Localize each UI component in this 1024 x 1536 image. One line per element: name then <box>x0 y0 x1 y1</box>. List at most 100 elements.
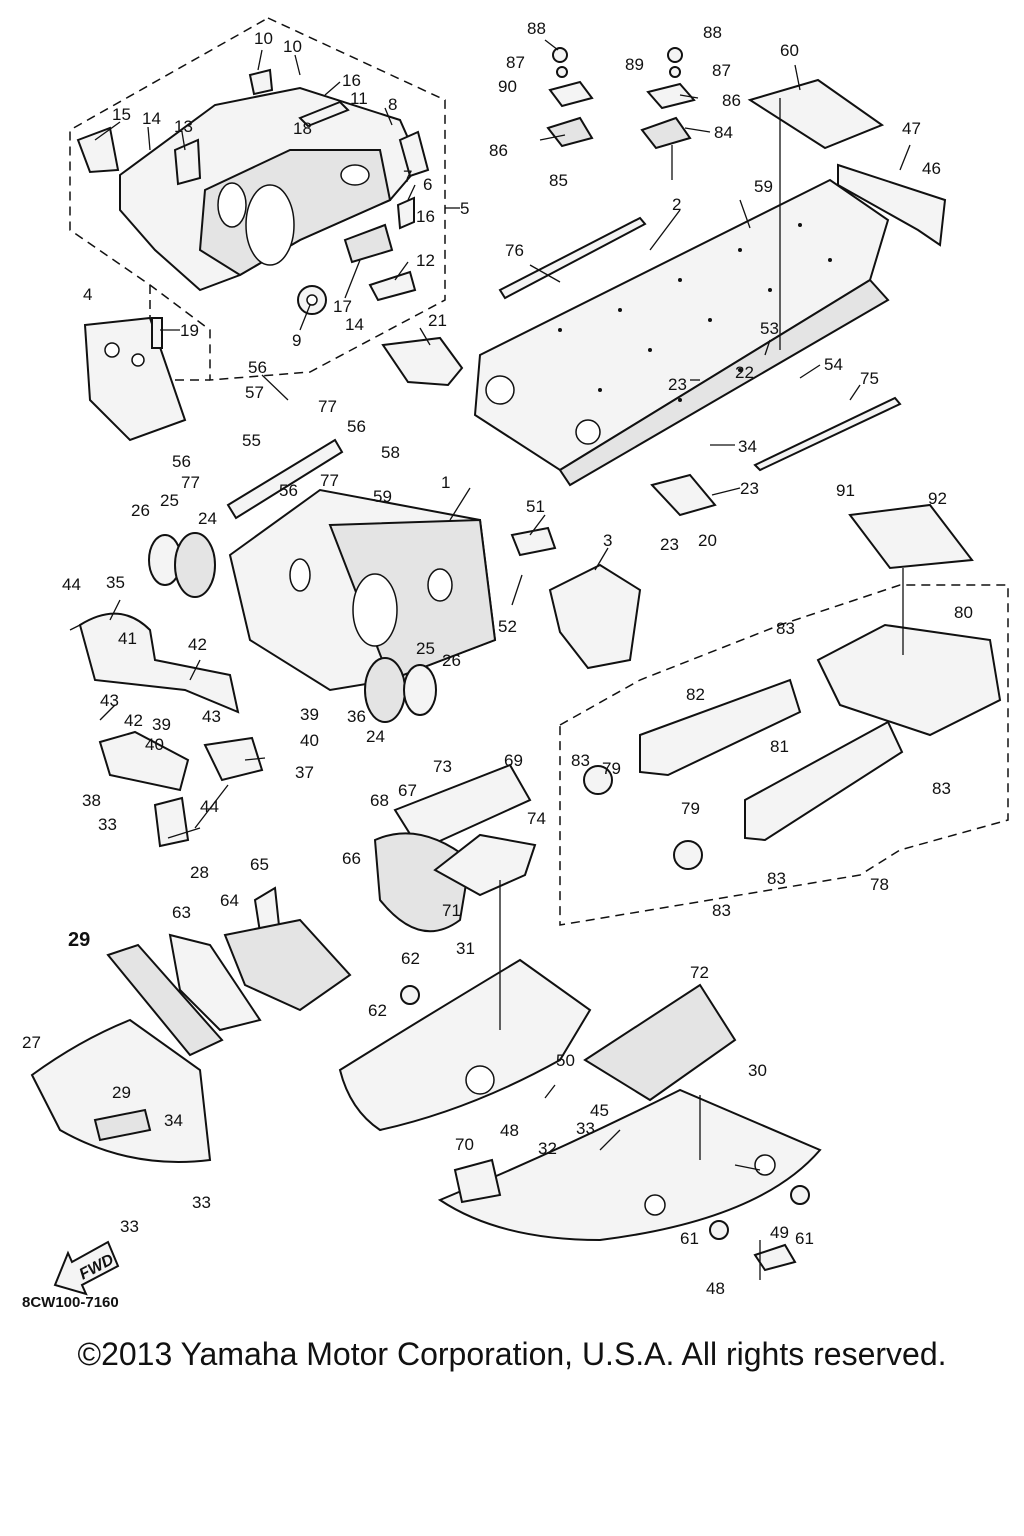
callout: 59 <box>373 487 392 506</box>
callout: 21 <box>428 311 447 330</box>
callout: 35 <box>106 573 125 592</box>
callout: 56 <box>279 481 298 500</box>
callout: 31 <box>456 939 475 958</box>
callout: 49 <box>770 1223 789 1242</box>
part-81-rail <box>744 720 904 842</box>
front-frame-assembly <box>76 68 430 315</box>
callout: 22 <box>735 363 754 382</box>
callout: 33 <box>98 815 117 834</box>
callout: 56 <box>248 358 267 377</box>
callout: 29 <box>68 929 90 951</box>
callout: 10 <box>254 29 273 48</box>
part-37-bracket <box>203 736 264 782</box>
callout: 61 <box>680 1229 699 1248</box>
part-27-nose-pan <box>30 1018 212 1163</box>
callout: 69 <box>504 751 523 770</box>
front-frame-group-boundary <box>69 17 446 381</box>
callout: 2 <box>672 195 681 214</box>
callout: 36 <box>347 707 366 726</box>
callout: 83 <box>767 869 786 888</box>
callout: 90 <box>498 77 517 96</box>
part-31-center-pan <box>338 958 592 1132</box>
callout: 56 <box>347 417 366 436</box>
callout: 83 <box>571 751 590 770</box>
part-55-cross-bar <box>226 438 344 520</box>
callout: 65 <box>250 855 269 874</box>
callout: 71 <box>442 901 461 920</box>
callout: 57 <box>245 383 264 402</box>
callout: 60 <box>780 41 799 60</box>
callout: 74 <box>527 809 546 828</box>
callout: 83 <box>712 901 731 920</box>
callout: 73 <box>433 757 452 776</box>
callout: 77 <box>318 397 337 416</box>
callout: 16 <box>342 71 361 90</box>
part-61-plug <box>709 1220 729 1240</box>
callout: 33 <box>192 1193 211 1212</box>
callout: 16 <box>416 207 435 226</box>
callout: 4 <box>83 285 92 304</box>
callout: 63 <box>172 903 191 922</box>
callout: 46 <box>922 159 941 178</box>
part-21-bracket <box>381 336 464 387</box>
part-63-panel <box>168 933 262 1032</box>
callout: 87 <box>712 61 731 80</box>
callout: 37 <box>295 763 314 782</box>
callout: 85 <box>549 171 568 190</box>
callout: 8 <box>388 95 397 114</box>
part-1-main-frame <box>228 488 497 692</box>
callout: 29 <box>112 1083 131 1102</box>
part-29-grille-lower <box>93 1108 152 1142</box>
callout: 19 <box>180 321 199 340</box>
callout: 43 <box>100 691 119 710</box>
callout: 13 <box>174 117 193 136</box>
callout: 5 <box>460 199 469 218</box>
callout: 14 <box>142 109 161 128</box>
part-91-92-flap <box>848 503 974 570</box>
callout: 26 <box>442 651 461 670</box>
callout: 14 <box>345 315 364 334</box>
part-66-liner <box>373 832 472 933</box>
callout: 42 <box>188 635 207 654</box>
part-49-bracket <box>753 1243 797 1272</box>
callout: 38 <box>82 791 101 810</box>
callout: 24 <box>366 727 385 746</box>
callout: 9 <box>292 331 301 350</box>
callout: 81 <box>770 737 789 756</box>
part-20-bracket <box>650 473 717 517</box>
callout: 43 <box>202 707 221 726</box>
callout: 79 <box>681 799 700 818</box>
callout: 91 <box>836 481 855 500</box>
callout: 41 <box>118 629 137 648</box>
callout: 75 <box>860 369 879 388</box>
callout: 34 <box>164 1111 183 1130</box>
fwd-arrow-icon: FWD <box>53 1240 120 1296</box>
part-29-grille <box>106 943 224 1057</box>
callout: 54 <box>824 355 843 374</box>
callout: 6 <box>423 175 432 194</box>
seat-mount-parts <box>546 47 696 150</box>
callout: 83 <box>776 619 795 638</box>
copyright-notice: ©2013 Yamaha Motor Corporation, U.S.A. A… <box>77 1336 947 1372</box>
callout: 89 <box>625 55 644 74</box>
part-80-cover <box>816 623 1002 737</box>
callout: 62 <box>401 949 420 968</box>
callout: 77 <box>181 473 200 492</box>
tunnel-liner-group-boundary <box>559 584 1009 926</box>
part-60-pad <box>747 78 885 150</box>
callout: 67 <box>398 781 417 800</box>
callout: 24 <box>198 509 217 528</box>
callout: 20 <box>698 531 717 550</box>
callout: 66 <box>342 849 361 868</box>
callout: 53 <box>760 319 779 338</box>
part-79-cap <box>583 765 613 795</box>
callout: 3 <box>603 531 612 550</box>
diagram-reference-code: 8CW100-7160 <box>22 1294 119 1311</box>
leader-lines <box>69 39 911 1280</box>
callout: 17 <box>333 297 352 316</box>
callout: 23 <box>740 479 759 498</box>
part-51-plate <box>510 526 557 557</box>
callout: 15 <box>112 105 131 124</box>
callout: 27 <box>22 1033 41 1052</box>
